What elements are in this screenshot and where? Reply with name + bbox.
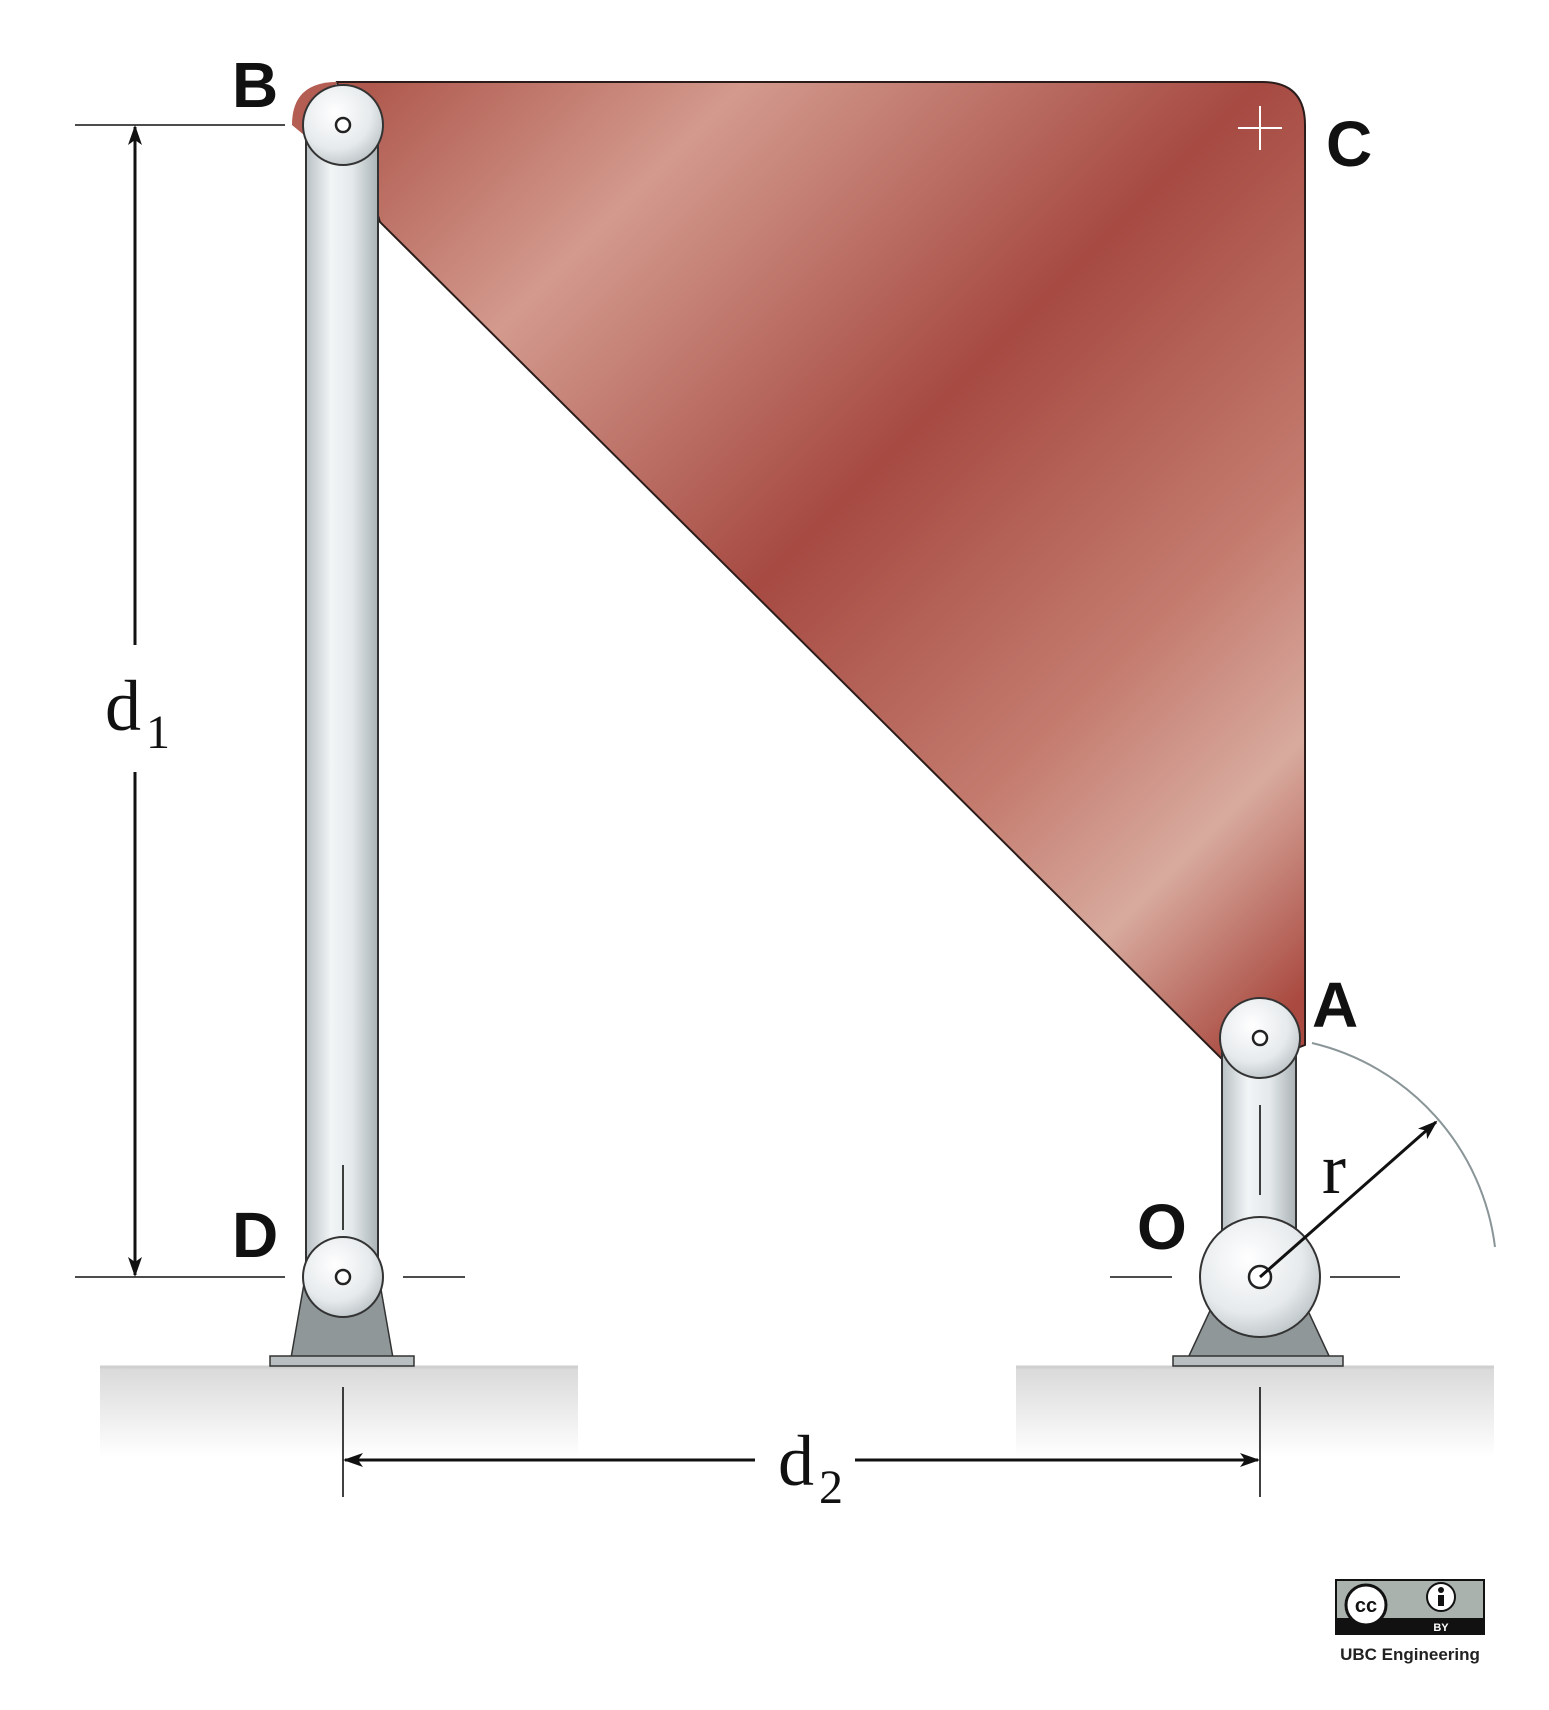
crank-path-arc xyxy=(1311,1042,1496,1248)
ground-right xyxy=(1016,1365,1494,1457)
label-point-c: C xyxy=(1326,108,1372,180)
pin-a xyxy=(1219,997,1301,1079)
cc-badge-text: cc xyxy=(1355,1595,1377,1617)
triangular-plate xyxy=(335,81,1306,1074)
label-point-a: A xyxy=(1312,969,1358,1041)
dimension-d1 xyxy=(75,124,285,1278)
label-point-b: B xyxy=(232,49,278,121)
link-bd xyxy=(305,124,379,1278)
label-d2: d xyxy=(778,1421,814,1501)
ground-left xyxy=(100,1365,578,1457)
label-point-d: D xyxy=(232,1199,278,1271)
by-badge-text: BY xyxy=(1433,1622,1449,1634)
pin-b xyxy=(302,84,384,166)
centerline-d xyxy=(342,1165,465,1278)
label-radius: r xyxy=(1322,1129,1346,1209)
label-point-o: O xyxy=(1137,1191,1187,1263)
creative-commons-by-icon: cc BY xyxy=(1335,1579,1485,1635)
pin-d xyxy=(302,1236,384,1318)
label-d1: d xyxy=(105,666,141,746)
center-of-mass-cross xyxy=(1238,106,1282,150)
radius-arrow xyxy=(1259,1120,1438,1279)
label-d1-subscript: 1 xyxy=(146,706,170,759)
dimension-d2 xyxy=(342,1387,1261,1497)
credit-text: UBC Engineering xyxy=(1340,1645,1480,1664)
person-icon xyxy=(1426,1582,1456,1612)
label-d2-subscript: 2 xyxy=(819,1461,843,1514)
centerline-o xyxy=(1110,1105,1400,1278)
